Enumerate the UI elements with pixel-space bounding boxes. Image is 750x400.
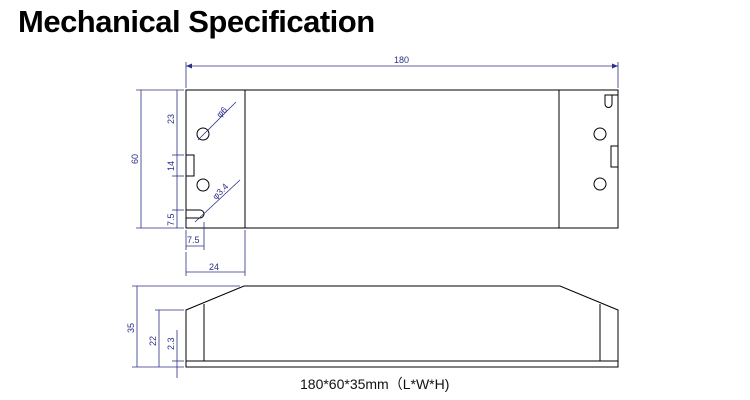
top-view-outline — [185, 89, 619, 229]
dim-width-label: 60 — [130, 154, 140, 164]
right-upper-hole — [593, 127, 607, 141]
dim-slot-hole-label: φ3.4 — [210, 181, 230, 201]
dim-height-label: 35 — [126, 323, 136, 333]
side-view — [185, 285, 619, 368]
dim-slot-bottom-label: 7.5 — [187, 235, 200, 245]
dim-bottom-offset-label: 7.5 — [166, 213, 176, 226]
dim-length-label: 180 — [394, 55, 409, 65]
dim-body-height-label: 22 — [148, 336, 158, 346]
left-bottom-slot — [186, 209, 205, 219]
dim-mount-hole-label: φ6 — [214, 105, 229, 120]
top-view — [185, 89, 619, 229]
left-upper-hole — [196, 127, 210, 141]
side-view-dimensions — [132, 285, 240, 378]
dimensions-caption: 180*60*35mm（L*W*H) — [300, 376, 450, 392]
left-notch — [186, 154, 195, 177]
right-top-slot — [604, 94, 618, 108]
right-notch — [610, 145, 618, 168]
side-view-outline — [185, 285, 619, 368]
dim-base-thickness-label: 2.3 — [166, 337, 176, 350]
top-view-dimensions — [136, 62, 619, 276]
dim-end-cap-label: 24 — [209, 262, 219, 272]
left-lower-hole — [196, 178, 210, 192]
dim-slot-height-label: 14 — [166, 161, 176, 171]
page-title: Mechanical Specification — [18, 4, 375, 39]
dim-top-offset-label: 23 — [166, 114, 176, 124]
right-lower-hole — [593, 177, 607, 191]
